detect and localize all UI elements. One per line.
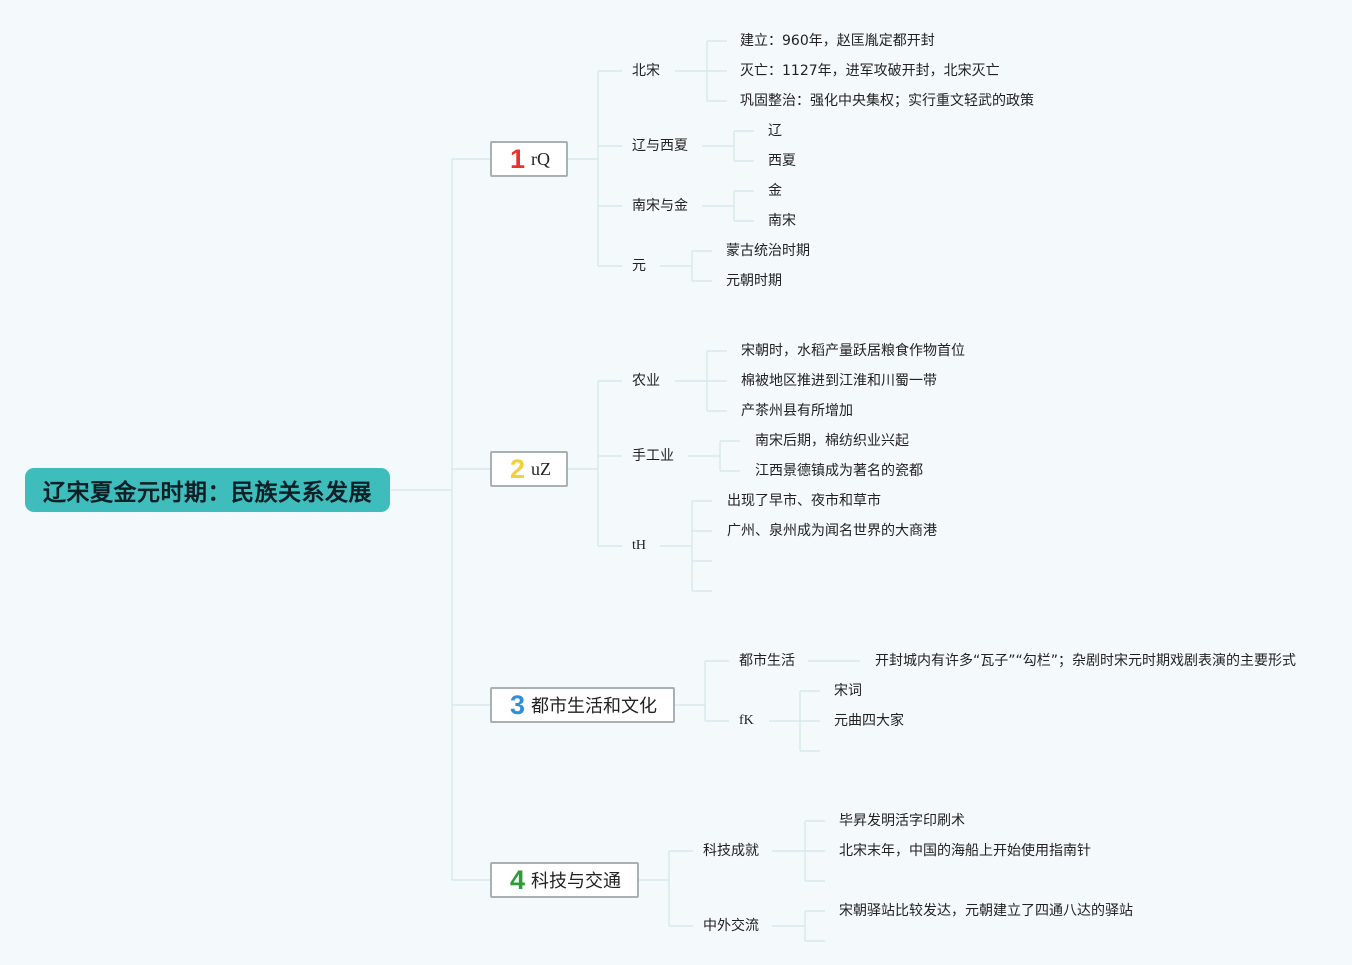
b1-leaf-2-1[interactable]: 辽 bbox=[768, 123, 782, 139]
root-topic[interactable]: 辽宋夏金元时期：民族关系发展 bbox=[25, 468, 390, 512]
branch-2-number: 2 bbox=[510, 453, 526, 484]
b4-leaf-2-1[interactable]: 宋朝驿站比较发达，元朝建立了四通八达的驿站 bbox=[839, 903, 1133, 919]
b1-leaf-2-2[interactable]: 西夏 bbox=[768, 153, 796, 169]
b2-leaf-3-1[interactable]: 出现了早市、夜市和草市 bbox=[727, 493, 881, 509]
b1-leaf-1-2[interactable]: 灭亡：1127年，进军攻破开封，北宋灭亡 bbox=[740, 63, 1000, 79]
branch-4-topic[interactable]: 4 科技与交通 bbox=[490, 862, 639, 898]
b1-leaf-1-3[interactable]: 巩固整治：强化中央集权；实行重文轻武的政策 bbox=[740, 93, 1034, 109]
b1-leaf-3-2[interactable]: 南宋 bbox=[768, 213, 796, 229]
branch-1-topic[interactable]: 1 rQ bbox=[490, 141, 568, 177]
branch-2-label: uZ bbox=[531, 458, 552, 479]
b3-leaf-1-1[interactable]: 开封城内有许多“瓦子”“勾栏”；杂剧时宋元时期戏剧表演的主要形式 bbox=[875, 653, 1297, 669]
b1-node-2[interactable]: 辽与西夏 bbox=[632, 138, 688, 154]
b4-leaf-1-1[interactable]: 毕昇发明活字印刷术 bbox=[839, 813, 965, 829]
b2-leaf-1-3[interactable]: 产茶州县有所增加 bbox=[741, 403, 853, 419]
b2-leaf-1-2[interactable]: 棉被地区推进到江淮和川蜀一带 bbox=[741, 373, 937, 389]
b3-leaf-2-2[interactable]: 元曲四大家 bbox=[834, 713, 904, 729]
branch-3-topic[interactable]: 3 都市生活和文化 bbox=[490, 687, 675, 723]
b1-node-4[interactable]: 元 bbox=[632, 258, 646, 274]
branch-3-number: 3 bbox=[510, 689, 526, 720]
branch-1-label: rQ bbox=[531, 148, 551, 169]
b3-leaf-2-1[interactable]: 宋词 bbox=[834, 683, 862, 699]
b1-node-3[interactable]: 南宋与金 bbox=[632, 198, 688, 214]
b4-node-1[interactable]: 科技成就 bbox=[703, 843, 759, 859]
b2-leaf-2-1[interactable]: 南宋后期，棉纺织业兴起 bbox=[755, 433, 909, 449]
branch-3-label: 都市生活和文化 bbox=[531, 696, 658, 717]
b1-leaf-1-1[interactable]: 建立：960年，赵匡胤定都开封 bbox=[740, 33, 935, 49]
branch-1-number: 1 bbox=[510, 143, 526, 174]
root-topic-label: 辽宋夏金元时期：民族关系发展 bbox=[43, 480, 372, 506]
b3-node-1[interactable]: 都市生活 bbox=[739, 653, 795, 669]
branch-4-number: 4 bbox=[510, 864, 526, 895]
b4-node-2[interactable]: 中外交流 bbox=[703, 918, 759, 934]
b2-leaf-1-1[interactable]: 宋朝时，水稻产量跃居粮食作物首位 bbox=[741, 343, 965, 359]
b2-node-1[interactable]: 农业 bbox=[632, 373, 660, 389]
b2-node-3[interactable]: tH bbox=[632, 538, 646, 553]
branch-2-topic[interactable]: 2 uZ bbox=[490, 451, 568, 487]
b3-node-2[interactable]: fK bbox=[739, 713, 754, 728]
b2-leaf-2-2[interactable]: 江西景德镇成为著名的瓷都 bbox=[755, 463, 923, 479]
b2-node-2[interactable]: 手工业 bbox=[632, 448, 674, 464]
branch-4-label: 科技与交通 bbox=[531, 871, 622, 892]
b1-leaf-4-2[interactable]: 元朝时期 bbox=[726, 273, 782, 289]
b1-leaf-3-1[interactable]: 金 bbox=[768, 183, 782, 199]
b1-leaf-4-1[interactable]: 蒙古统治时期 bbox=[726, 243, 810, 259]
b2-leaf-3-2[interactable]: 广州、泉州成为闻名世界的大商港 bbox=[727, 523, 937, 539]
b1-node-1[interactable]: 北宋 bbox=[632, 63, 660, 79]
b4-leaf-1-2[interactable]: 北宋末年，中国的海船上开始使用指南针 bbox=[839, 843, 1091, 859]
